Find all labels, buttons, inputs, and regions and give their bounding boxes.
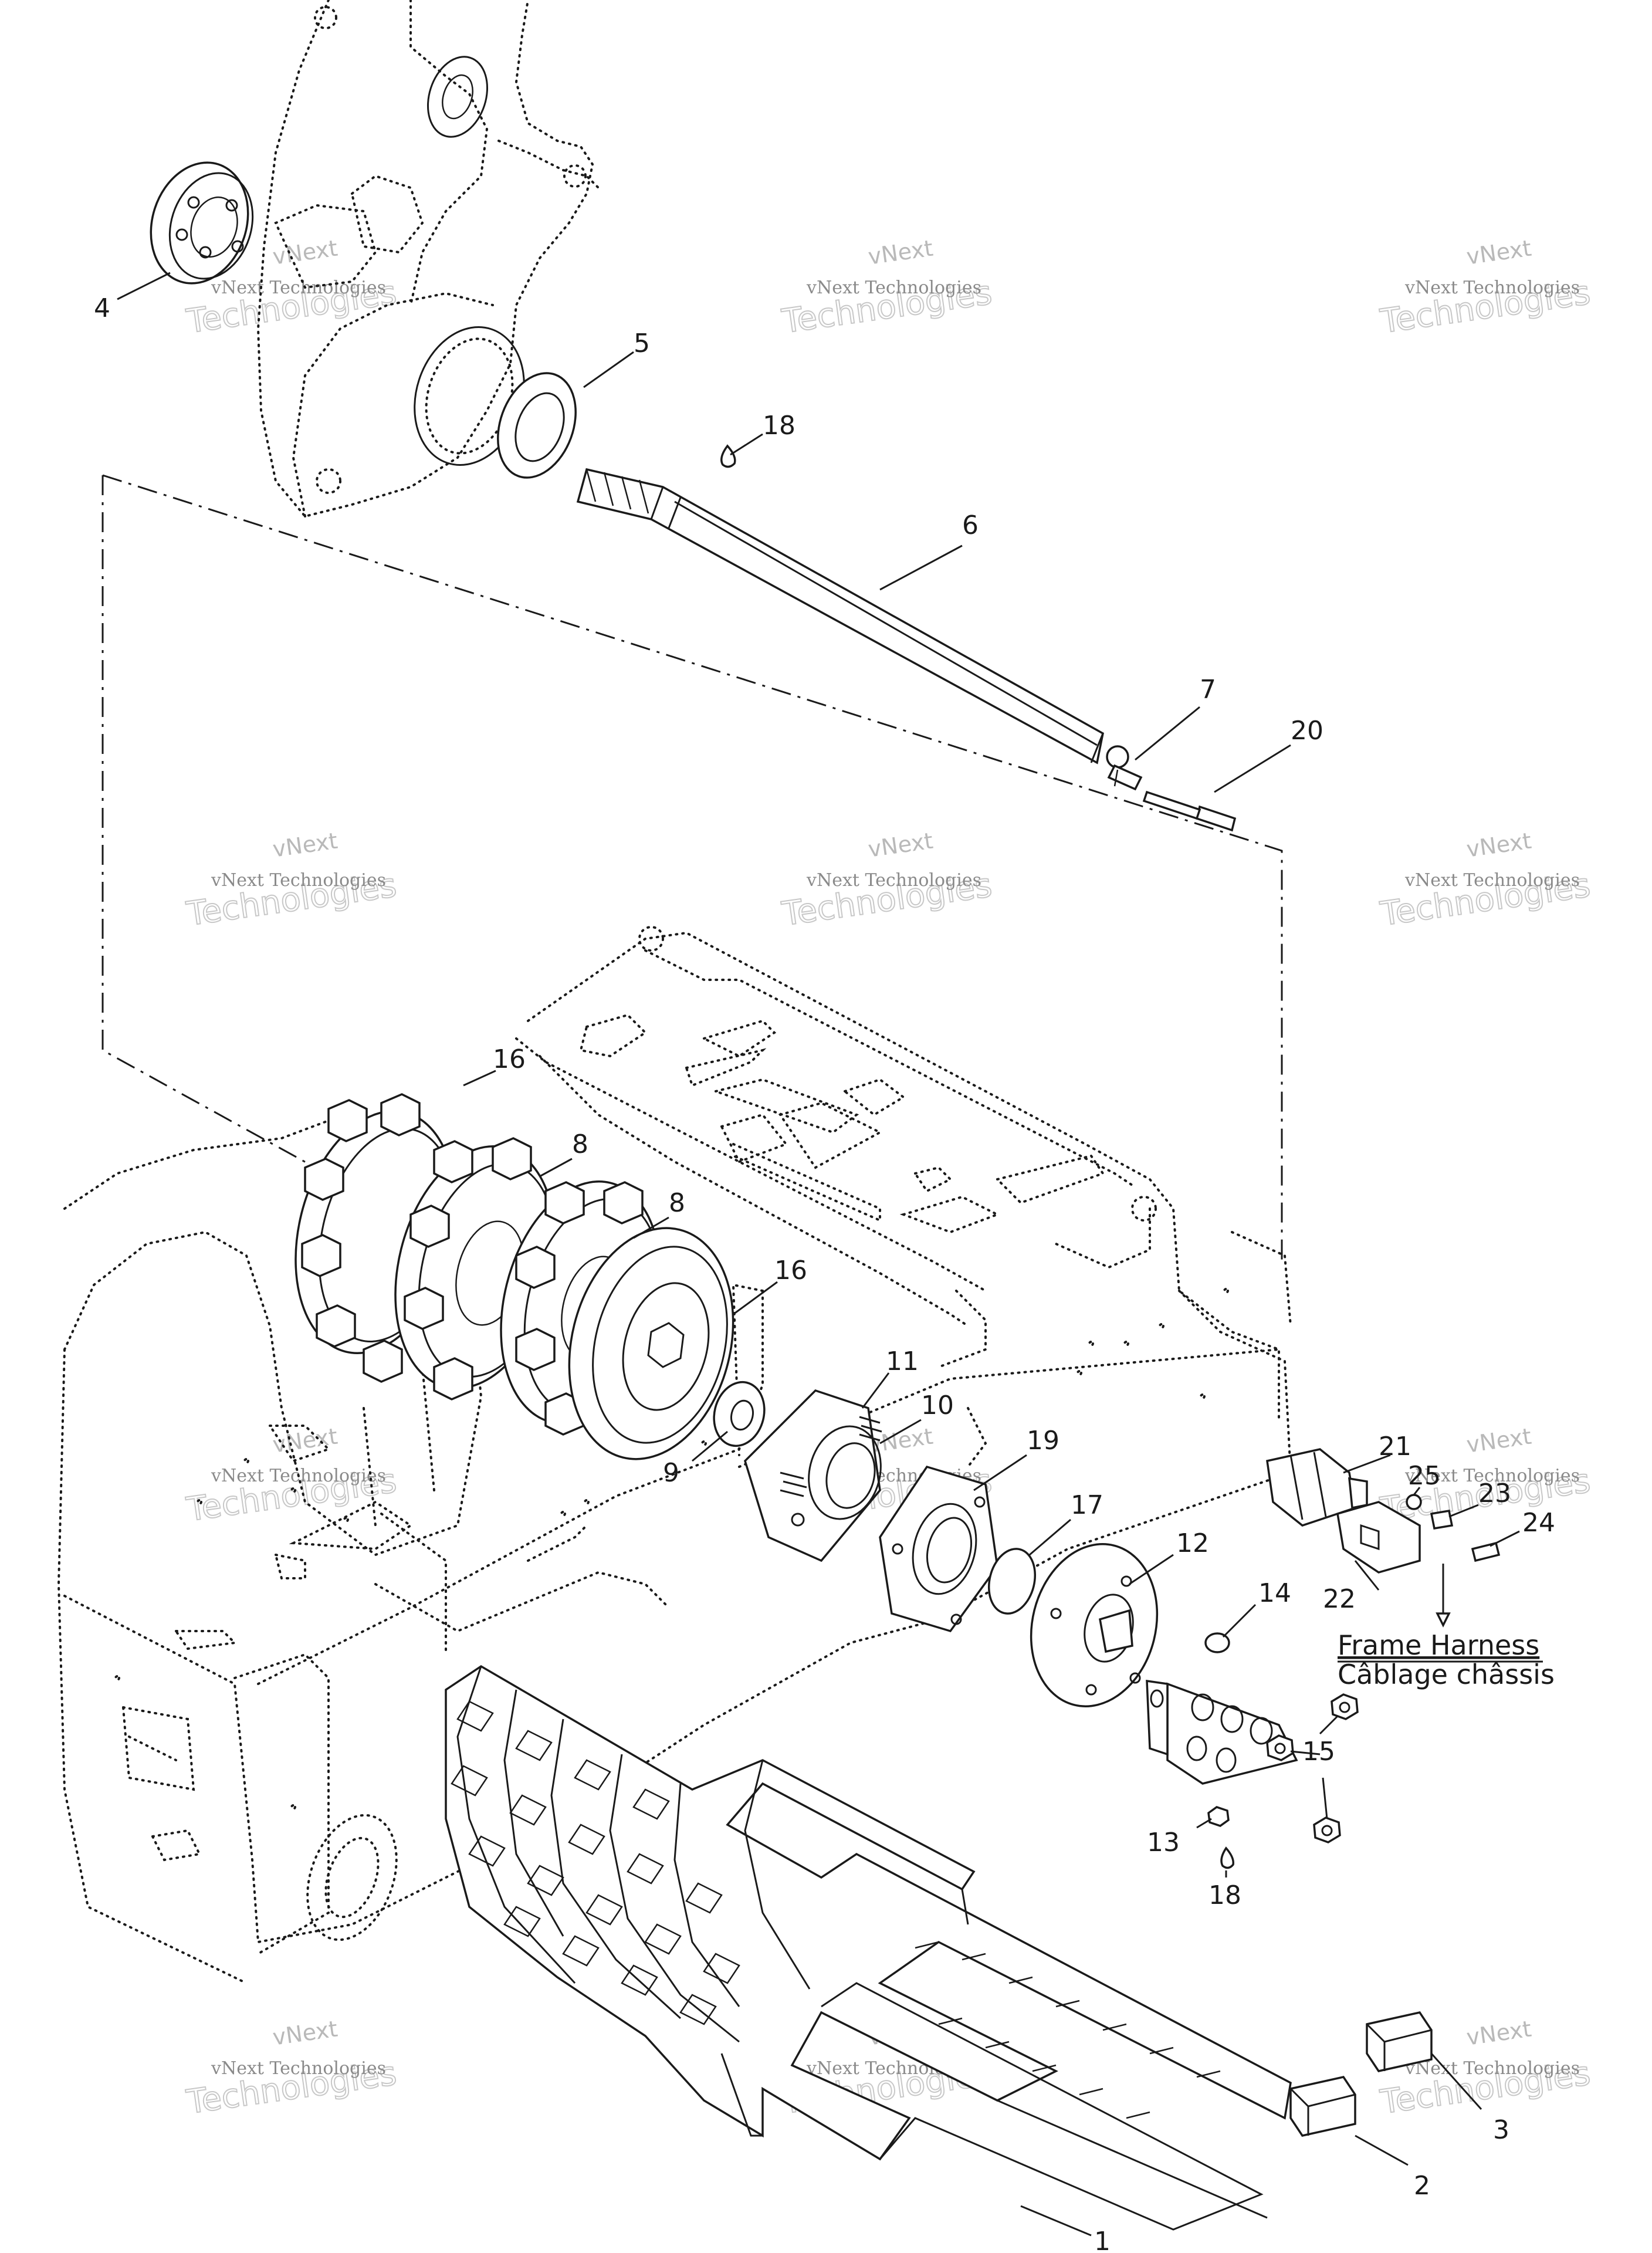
callout-8: 8 [669, 1188, 685, 1218]
watermark-line3: vNext Technologies [1404, 278, 1580, 298]
callout-13: 13 [1147, 1828, 1180, 1858]
watermark-line3: vNext Technologies [1404, 1466, 1580, 1486]
watermark-line1: vNext [271, 235, 339, 270]
track-clip [1366, 2011, 1433, 2072]
grease-drop-icon [720, 444, 736, 468]
callout-11: 11 [886, 1347, 919, 1376]
bearing-housing [744, 1389, 882, 1562]
callout-2: 2 [1414, 2171, 1430, 2201]
watermark: vNext Technologies vNext Technologies [1377, 235, 1593, 341]
watermark-line1: vNext [866, 1423, 935, 1458]
callout-21: 21 [1379, 1432, 1411, 1462]
callout-20: 20 [1291, 716, 1323, 746]
watermark: vNext Technologies vNext Technologies [779, 828, 995, 934]
bearing [150, 161, 254, 285]
watermark: vNext Technologies vNext Technologies [1377, 828, 1593, 934]
callout-6: 6 [962, 510, 979, 540]
watermark-line1: vNext [866, 828, 935, 862]
watermark-line3: vNext Technologies [211, 2058, 386, 2079]
seal-washer [713, 1381, 766, 1447]
callout-10: 10 [921, 1391, 954, 1420]
watermark-line1: vNext [1465, 2016, 1533, 2051]
harness-label-english: Frame Harness [1338, 1629, 1539, 1661]
watermark-line3: vNext Technologies [211, 278, 386, 298]
watermark-line3: vNext Technologies [806, 870, 981, 891]
watermark-line1: vNext [1465, 828, 1533, 862]
callout-labels: 4 5 18 6 7 20 16 8 8 16 11 10 19 9 17 12… [94, 293, 1555, 2253]
watermark-line1: vNext [1465, 235, 1533, 270]
callout-14: 14 [1258, 1578, 1291, 1608]
washer [497, 372, 577, 479]
callout-5: 5 [634, 329, 650, 358]
hex-nut [1266, 1734, 1294, 1761]
callout-17: 17 [1071, 1490, 1103, 1520]
leader-lines [117, 272, 1520, 2237]
callout-9: 9 [663, 1458, 679, 1488]
track-belt [445, 1665, 1292, 2231]
grease-drop-icon [1220, 1846, 1234, 1869]
watermark: vNext Technologies vNext Technologies [184, 2016, 400, 2122]
circlip [987, 1548, 1037, 1615]
callout-8: 8 [572, 1129, 588, 1159]
connector-seal [1406, 1494, 1422, 1510]
callout-16: 16 [774, 1256, 807, 1286]
flanged-bearing [879, 1465, 998, 1633]
hex-nut [1313, 1816, 1341, 1843]
watermark-line1: vNext [1465, 1423, 1533, 1458]
callout-7: 7 [1200, 675, 1216, 705]
watermark-line3: vNext Technologies [806, 278, 981, 298]
hex-nut [1331, 1693, 1359, 1720]
harness-arrow-head [1436, 1612, 1451, 1628]
callout-19: 19 [1027, 1426, 1059, 1456]
terminal-pin [1471, 1541, 1501, 1562]
drive-shaft [576, 468, 1129, 769]
callout-25: 25 [1408, 1461, 1441, 1491]
flat-washer [1204, 1632, 1230, 1653]
watermark-line1: vNext [271, 2016, 339, 2051]
connector-lock [1430, 1509, 1454, 1530]
callout-3: 3 [1493, 2115, 1509, 2145]
callout-23: 23 [1478, 1479, 1511, 1508]
bracket-bolt [1207, 1806, 1230, 1827]
watermark-line1: vNext [866, 235, 935, 270]
callout-22: 22 [1323, 1584, 1356, 1614]
watermark-line3: vNext Technologies [1404, 870, 1580, 891]
watermark-line3: vNext Technologies [211, 870, 386, 891]
callout-15: 15 [1302, 1737, 1335, 1767]
sensor-connector [1336, 1501, 1421, 1574]
watermark: vNext Technologies vNext Technologies [184, 1423, 400, 1530]
callout-18: 18 [1208, 1880, 1241, 1910]
watermark-line1: vNext [271, 828, 339, 862]
assembly-axis-line [101, 474, 1283, 1261]
watermark: vNext Technologies vNext Technologies [779, 235, 995, 341]
watermark-line1: vNext [271, 1423, 339, 1458]
callout-12: 12 [1176, 1528, 1209, 1558]
chaincase-housing [256, 0, 600, 518]
watermark: vNext Technologies vNext Technologies [184, 828, 400, 934]
watermark-line3: vNext Technologies [1404, 2058, 1580, 2079]
callout-4: 4 [94, 293, 110, 323]
shaft-key [1107, 764, 1143, 791]
frame-harness-label: Frame Harness Câblage châssis [1338, 1629, 1555, 1690]
harness-label-french: Câblage châssis [1338, 1659, 1555, 1690]
drive-sprocket-outer-right [568, 1227, 734, 1460]
speed-sensor-disc [1030, 1543, 1159, 1707]
callout-18: 18 [763, 411, 795, 441]
callout-24: 24 [1522, 1508, 1555, 1538]
callout-1: 1 [1094, 2227, 1111, 2253]
tunnel-frame [57, 926, 1292, 1984]
track-clip [1289, 2076, 1356, 2137]
roll-pin [1142, 790, 1237, 832]
sensor-bracket [1146, 1679, 1298, 1785]
callout-16: 16 [493, 1044, 526, 1074]
